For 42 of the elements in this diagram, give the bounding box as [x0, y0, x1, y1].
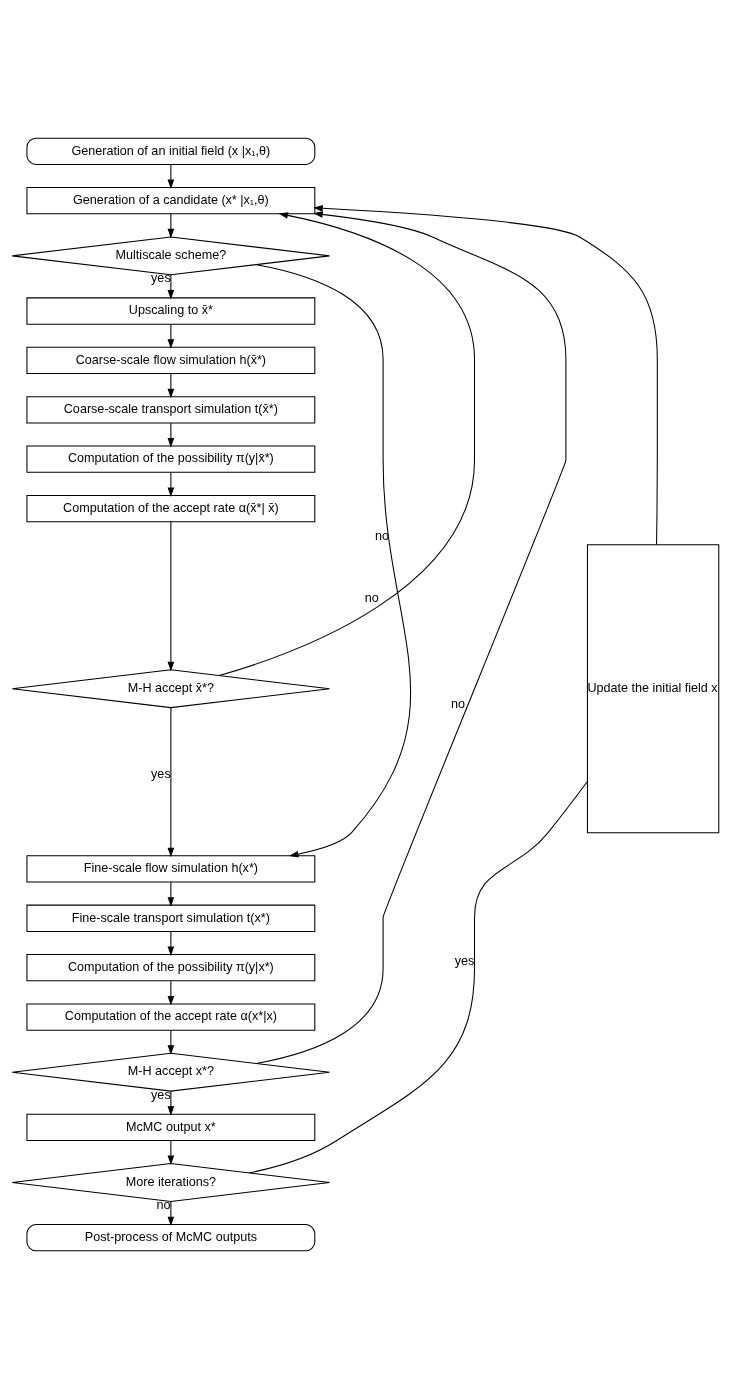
arrow: [167, 213, 175, 239]
arrow: [167, 1201, 175, 1227]
node-box: Fine-scale transport simulation t(x*): [26, 904, 316, 932]
node-box: Generation of a candidate (x* |x₁,θ): [26, 187, 316, 215]
node-box: Upscaling to x̄*: [26, 297, 316, 325]
node-diamond: M-H accept x*?: [11, 1052, 331, 1092]
node-box: Computation of the possibility π(y|x̄*): [26, 445, 316, 473]
connector: [248, 781, 588, 1174]
arrow: [167, 373, 175, 399]
arrow: [256, 264, 412, 858]
arrow: [256, 211, 567, 1064]
arrow: [167, 521, 175, 672]
node-box: Coarse-scale transport simulation t(x̄*): [26, 396, 316, 424]
arrow: [167, 164, 175, 190]
node-box: Computation of the possibility π(y|x*): [26, 954, 316, 982]
arrow: [167, 1029, 175, 1055]
node-box: Update the initial field x: [586, 544, 720, 834]
node-box: Fine-scale flow simulation h(x*): [26, 855, 316, 883]
arrow: [167, 472, 175, 497]
arrow: [167, 931, 175, 956]
edge-label: no: [450, 696, 465, 711]
node-diamond: More iterations?: [11, 1163, 331, 1202]
node-box: Post-process of McMC outputs: [26, 1224, 316, 1252]
arrow: [167, 1140, 175, 1165]
edge-label: no: [364, 591, 379, 606]
node-diamond: M-H accept x̄*?: [11, 669, 331, 709]
node-box: Computation of the accept rate α(x*|x): [26, 1003, 316, 1031]
node-box: Computation of the accept rate α(x̄*| x̄): [26, 494, 316, 523]
arrow: [167, 881, 175, 907]
node-box: Coarse-scale flow simulation h(x̄*): [26, 346, 316, 375]
node-box: Generation of an initial field (x |x₁,θ): [26, 137, 316, 165]
arrow: [167, 274, 175, 300]
arrow: [167, 1090, 175, 1116]
arrow: [167, 422, 175, 448]
arrow: [313, 205, 658, 546]
arrow: [218, 212, 476, 677]
node-diamond: Multiscale scheme?: [11, 236, 331, 276]
edge-label: yes: [454, 954, 475, 969]
arrow: [167, 707, 175, 858]
arrow: [167, 323, 175, 349]
node-box: McMC output x*: [26, 1113, 316, 1141]
arrow: [167, 980, 175, 1006]
